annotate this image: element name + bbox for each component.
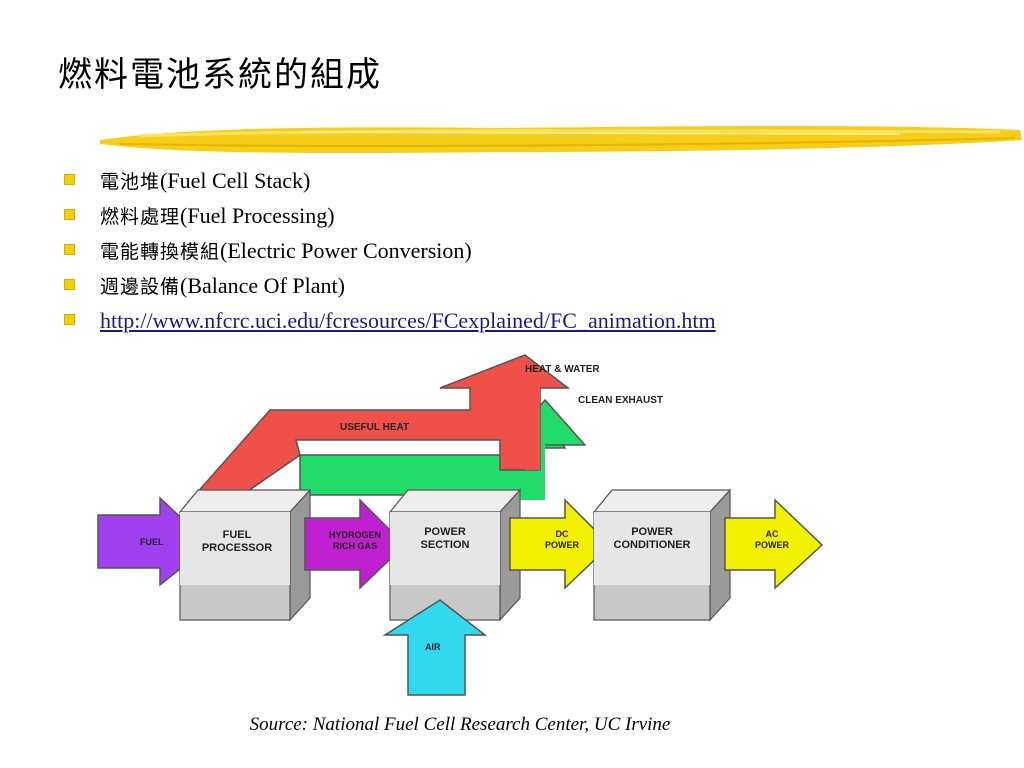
air-label: AIR bbox=[425, 642, 441, 652]
source-caption: Source: National Fuel Cell Research Cent… bbox=[249, 714, 671, 735]
power-section-label-1: POWER bbox=[424, 526, 466, 538]
dc-power-arrow bbox=[509, 498, 612, 590]
bullet-item: http://www.nfcrc.uci.edu/fcresources/FCe… bbox=[60, 304, 716, 338]
power-section-label-2: SECTION bbox=[421, 539, 470, 551]
bullet-zh-text: 燃料處理 bbox=[100, 206, 181, 228]
bullet-item: 電能轉換模組(Electric Power Conversion) bbox=[60, 234, 716, 269]
hydrogen-label-2: RICH GAS bbox=[333, 541, 377, 551]
fuel-processor-box bbox=[178, 488, 312, 622]
source-link[interactable]: http://www.nfcrc.uci.edu/fcresources/FCe… bbox=[100, 308, 716, 333]
slide-title: 燃料電池系統的組成 bbox=[58, 55, 382, 95]
ac-power-label-1: AC bbox=[766, 529, 779, 539]
fuel-processor-label-2: PROCESSOR bbox=[202, 542, 272, 554]
ac-power-arrow bbox=[724, 498, 824, 590]
heat-water-label: HEAT & WATER bbox=[525, 364, 600, 375]
fuel-cell-system-diagram: HEAT & WATER CLEAN EXHAUST USEFUL HEAT F… bbox=[97, 354, 824, 696]
ac-power-label-2: POWER bbox=[755, 540, 790, 550]
bullet-square-icon bbox=[64, 174, 75, 185]
power-conditioner-box bbox=[592, 488, 732, 622]
bullet-square-icon bbox=[64, 244, 75, 255]
bullet-square-icon bbox=[64, 209, 75, 220]
dc-power-label-2: POWER bbox=[545, 540, 580, 550]
power-conditioner-label-2: CONDITIONER bbox=[614, 539, 691, 551]
air-arrow bbox=[382, 599, 488, 696]
bullet-en-text: (Fuel Cell Stack) bbox=[160, 168, 311, 193]
hydrogen-label-1: HYDROGEN bbox=[329, 530, 381, 540]
bullet-zh-text: 週邊設備 bbox=[100, 276, 181, 298]
bullet-square-icon bbox=[64, 314, 75, 325]
bullet-en-text: (Balance Of Plant) bbox=[180, 273, 345, 298]
bullet-zh-text: 電能轉換模組 bbox=[100, 241, 221, 263]
bullet-zh-text: 電池堆 bbox=[100, 171, 161, 193]
bullet-en-text: (Electric Power Conversion) bbox=[220, 238, 472, 263]
bullet-en-text: (Fuel Processing) bbox=[180, 203, 335, 228]
clean-exhaust-label: CLEAN EXHAUST bbox=[578, 395, 663, 406]
power-section-box bbox=[388, 488, 522, 622]
bullet-list: 電池堆(Fuel Cell Stack) 燃料處理(Fuel Processin… bbox=[60, 164, 716, 338]
hydrogen-arrow bbox=[304, 498, 407, 590]
fuel-label: FUEL bbox=[140, 537, 164, 547]
fuel-processor-label-1: FUEL bbox=[223, 529, 252, 541]
bullet-item: 燃料處理(Fuel Processing) bbox=[60, 199, 716, 234]
useful-heat-arrow bbox=[193, 354, 571, 499]
bullet-item: 電池堆(Fuel Cell Stack) bbox=[60, 164, 716, 199]
bullet-square-icon bbox=[64, 279, 75, 290]
useful-heat-label: USEFUL HEAT bbox=[340, 422, 409, 433]
power-conditioner-label-1: POWER bbox=[631, 526, 673, 538]
dc-power-label-1: DC bbox=[556, 529, 569, 539]
yellow-brush-divider bbox=[100, 126, 1022, 154]
bullet-item: 週邊設備(Balance Of Plant) bbox=[60, 269, 716, 304]
